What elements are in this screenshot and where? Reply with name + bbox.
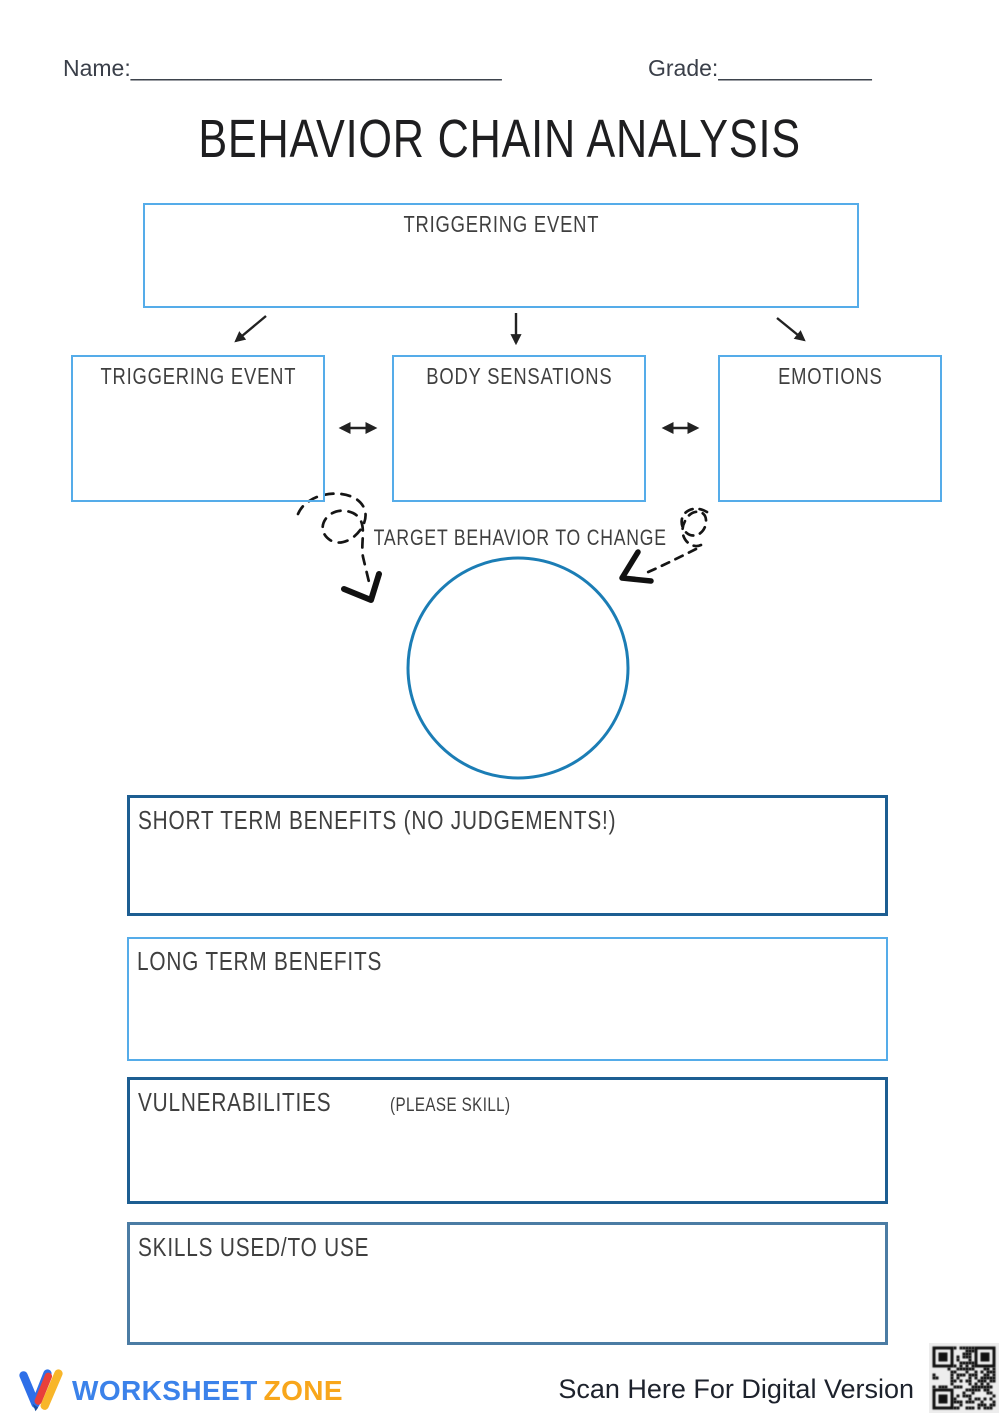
target-behavior-row: TARGET BEHAVIOR TO CHANGE [40,525,1000,551]
body-sensations-box[interactable]: BODY SENSATIONS [392,355,646,502]
triggering-event-main-box[interactable]: TRIGGERING EVENT [143,203,859,308]
vulnerabilities-box[interactable]: VULNERABILITIES (PLEASE SKILL) [127,1077,888,1204]
name-field-row: Name:_____________________________ [63,55,502,82]
body-sensations-label: BODY SENSATIONS [425,363,613,389]
vulnerabilities-label: VULNERABILITIES [138,1087,332,1117]
arrow-down-right-icon [776,317,806,342]
vulnerabilities-sublabel: (PLEASE SKILL) [389,1095,511,1116]
dashed-loop-arrowhead-right [619,549,654,584]
short-term-benefits-box[interactable]: SHORT TERM BENEFITS (NO JUDGEMENTS!) [127,795,888,916]
scan-here-text: Scan Here For Digital Version [558,1374,914,1404]
short-term-benefits-label: SHORT TERM BENEFITS (NO JUDGEMENTS!) [138,805,617,835]
brand-zone-text: ZONE [263,1375,343,1406]
grade-blank-line[interactable]: ____________ [718,55,872,81]
target-behavior-label: TARGET BEHAVIOR TO CHANGE [373,525,667,550]
triggering-event-label: TRIGGERING EVENT [100,363,296,389]
name-label: Name: [63,55,131,81]
skills-used-box[interactable]: SKILLS USED/TO USE [127,1222,888,1345]
grade-label: Grade: [648,55,719,81]
emotions-box[interactable]: EMOTIONS [718,355,942,502]
arrow-down-left-icon [234,315,267,343]
worksheetzone-logo: WORKSHEET ZONE [18,1366,343,1414]
worksheetzone-logo-icon [19,1369,63,1412]
qr-code [929,1343,999,1413]
dashed-line-arrow-right [644,547,698,575]
skills-used-label: SKILLS USED/TO USE [138,1232,370,1262]
long-term-benefits-label: LONG TERM BENEFITS [137,946,383,976]
triggering-event-box[interactable]: TRIGGERING EVENT [71,355,325,502]
grade-field-row: Grade:____________ [648,55,872,82]
page-title: BEHAVIOR CHAIN ANALYSIS [198,109,802,169]
triggering-event-main-label: TRIGGERING EVENT [403,211,599,237]
dashed-loop-arrowhead-left [341,571,382,603]
brand-worksheet-text: WORKSHEET [72,1375,258,1406]
target-behavior-circle[interactable] [406,556,630,780]
name-blank-line[interactable]: _____________________________ [130,55,502,81]
long-term-benefits-box[interactable]: LONG TERM BENEFITS [127,937,888,1061]
emotions-label: EMOTIONS [777,363,883,389]
